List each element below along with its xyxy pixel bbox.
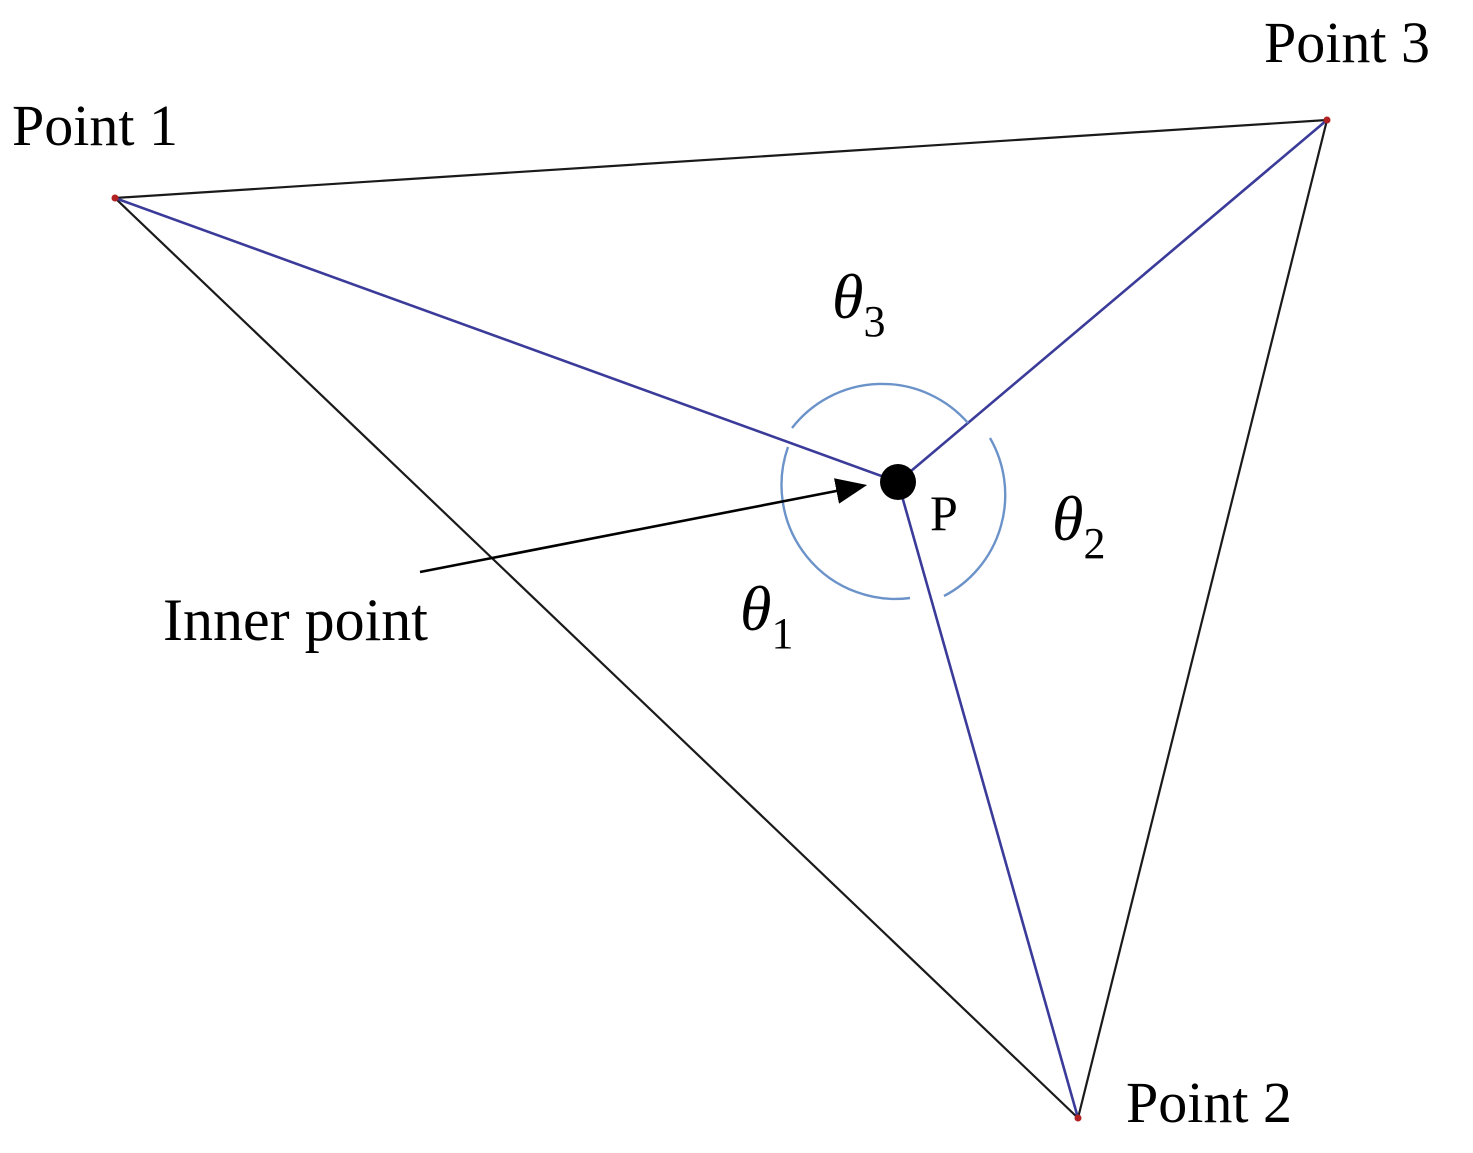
vertex-point2-dot	[1074, 1114, 1082, 1122]
point2-label: Point 2	[1126, 1070, 1292, 1135]
theta2-symbol: θ	[1052, 483, 1083, 554]
angle-arc-theta1	[780, 446, 911, 601]
edge-point1-point2	[114, 197, 1079, 1119]
theta3-symbol: θ	[832, 261, 863, 332]
point1-label: Point 1	[12, 93, 178, 158]
inner-point-dot	[880, 464, 916, 500]
point3-label: Point 3	[1264, 10, 1430, 75]
vertex-point3-dot	[1323, 116, 1331, 124]
segment-p-point3	[897, 119, 1328, 483]
edge-point1-point3	[114, 118, 1328, 200]
theta1-label: θ1	[740, 573, 793, 658]
angle-arcs	[780, 382, 1007, 601]
inner-point-arrow	[419, 478, 868, 574]
inner-point-name-label: P	[930, 485, 958, 541]
angle-arc-theta2	[943, 437, 1007, 598]
edge-point3-point2	[1076, 119, 1329, 1119]
angle-arc-theta3	[791, 382, 969, 429]
theta2-subscript: 2	[1083, 519, 1105, 568]
vertex-point1-dot	[111, 194, 119, 202]
theta1-subscript: 1	[771, 609, 793, 658]
theta3-label: θ3	[832, 261, 885, 346]
theta3-subscript: 3	[863, 297, 885, 346]
segment-p-point1	[114, 196, 899, 484]
segment-p-point2	[896, 481, 1080, 1119]
inner-point-caption: Inner point	[163, 587, 428, 653]
theta2-label: θ2	[1052, 483, 1105, 568]
theta1-symbol: θ	[740, 573, 771, 644]
